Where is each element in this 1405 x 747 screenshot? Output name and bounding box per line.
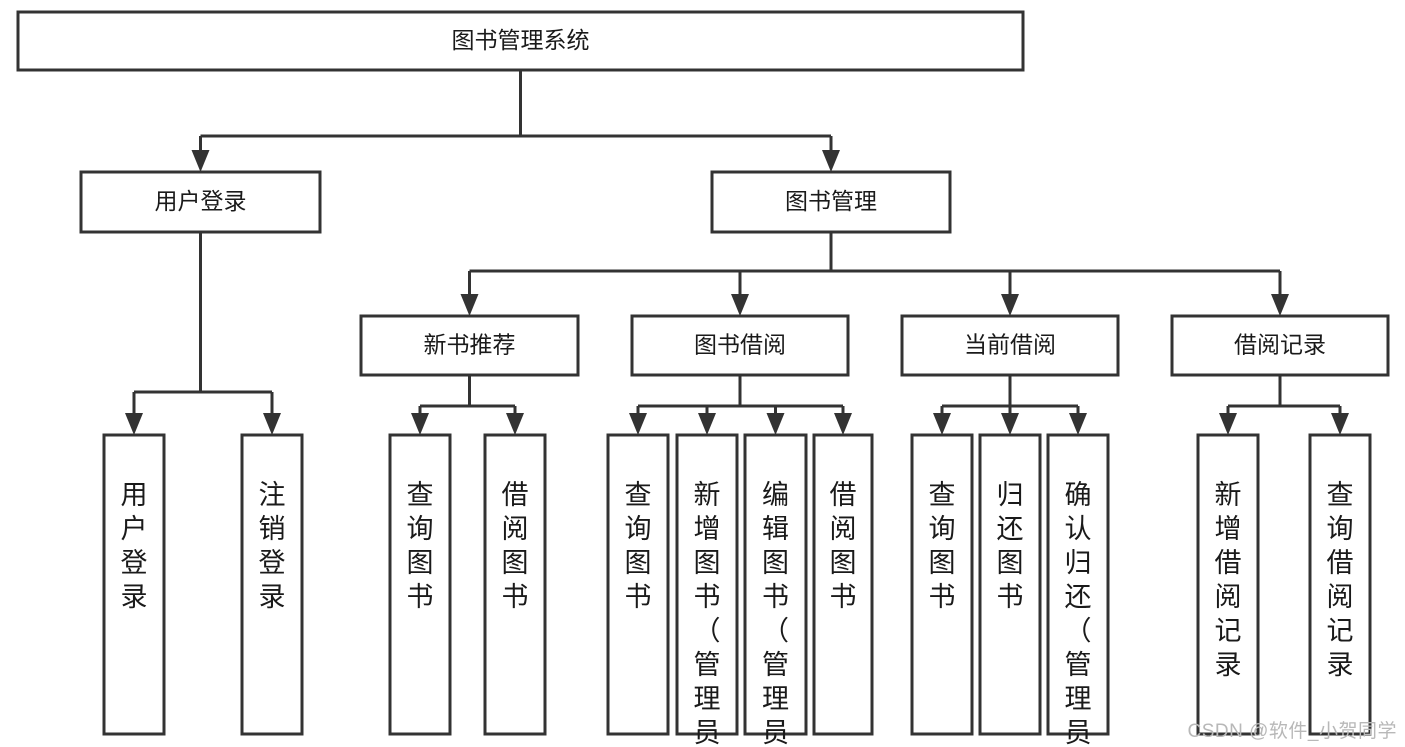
node-leaf-return-book[interactable]: 归还图书 bbox=[978, 433, 1042, 736]
arrow-head-borrow-record bbox=[1271, 294, 1289, 316]
node-label-leaf-return-book: 归还图书 bbox=[997, 480, 1024, 612]
node-box-book-manage bbox=[710, 170, 952, 234]
arrow-head-current-borrow bbox=[1001, 294, 1019, 316]
node-leaf-query-record[interactable]: 查询借阅记录 bbox=[1308, 433, 1372, 736]
arrow-head-leaf-query-book-3 bbox=[933, 413, 951, 435]
node-leaf-add-book[interactable]: 新增图书（管理员） bbox=[675, 433, 739, 747]
node-box-book-borrow bbox=[630, 314, 850, 377]
node-label-leaf-borrow-book-2: 借阅图书 bbox=[830, 480, 857, 612]
arrow-head-user-login bbox=[191, 150, 210, 172]
node-box-current-borrow bbox=[900, 314, 1120, 377]
node-borrow-record[interactable]: 借阅记录 bbox=[1170, 314, 1390, 377]
node-box-leaf-logout bbox=[240, 433, 304, 736]
node-box-leaf-query-book-3 bbox=[910, 433, 974, 736]
node-leaf-query-book-3[interactable]: 查询图书 bbox=[910, 433, 974, 736]
node-root[interactable]: 图书管理系统 bbox=[16, 10, 1025, 72]
arrow-head-leaf-return-book bbox=[1001, 413, 1019, 435]
edge-group-book-manage bbox=[460, 232, 1289, 316]
node-label-leaf-user-login: 用户登录 bbox=[121, 480, 148, 612]
arrow-head-book-borrow bbox=[731, 294, 749, 316]
node-box-leaf-add-record bbox=[1196, 433, 1260, 736]
edge-group-new-book-recommend bbox=[411, 375, 524, 435]
node-label-leaf-query-record: 查询借阅记录 bbox=[1327, 480, 1354, 680]
arrow-head-leaf-add-record bbox=[1219, 413, 1237, 435]
node-label-leaf-confirm-return: 确认归还（管理员） bbox=[1065, 480, 1092, 747]
arrow-head-leaf-confirm-return bbox=[1069, 413, 1087, 435]
node-box-leaf-query-record bbox=[1308, 433, 1372, 736]
node-user-login[interactable]: 用户登录 bbox=[79, 170, 322, 234]
node-label-root: 图书管理系统 bbox=[452, 27, 590, 53]
node-new-book-recommend[interactable]: 新书推荐 bbox=[359, 314, 580, 377]
node-label-borrow-record: 借阅记录 bbox=[1234, 332, 1326, 358]
node-label-leaf-query-book-3: 查询图书 bbox=[929, 480, 956, 612]
node-label-leaf-borrow-book-1: 借阅图书 bbox=[502, 480, 529, 612]
node-label-book-manage: 图书管理 bbox=[785, 188, 877, 214]
edge-group-book-borrow bbox=[629, 375, 852, 435]
node-box-leaf-query-book-2 bbox=[606, 433, 670, 736]
node-label-new-book-recommend: 新书推荐 bbox=[424, 332, 516, 358]
arrow-head-leaf-borrow-book-2 bbox=[834, 413, 852, 435]
node-leaf-edit-book[interactable]: 编辑图书（管理员） bbox=[743, 433, 808, 747]
arrow-head-leaf-user-login bbox=[125, 413, 143, 435]
node-leaf-add-record[interactable]: 新增借阅记录 bbox=[1196, 433, 1260, 736]
node-leaf-confirm-return[interactable]: 确认归还（管理员） bbox=[1046, 433, 1110, 747]
arrow-head-new-book-recommend bbox=[460, 294, 479, 316]
node-label-leaf-edit-book: 编辑图书（管理员） bbox=[762, 480, 789, 747]
edge-group-current-borrow bbox=[933, 375, 1087, 435]
edge-group-root bbox=[191, 70, 840, 172]
arrow-head-book-manage bbox=[822, 150, 840, 172]
node-book-borrow[interactable]: 图书借阅 bbox=[630, 314, 850, 377]
connector-layer bbox=[125, 70, 1349, 435]
node-box-leaf-add-book bbox=[675, 433, 739, 736]
node-box-leaf-user-login bbox=[102, 433, 166, 736]
node-layer: 图书管理系统用户登录图书管理新书推荐图书借阅当前借阅借阅记录用户登录注销登录查询… bbox=[16, 10, 1390, 747]
node-leaf-query-book-2[interactable]: 查询图书 bbox=[606, 433, 670, 736]
node-label-leaf-add-record: 新增借阅记录 bbox=[1215, 480, 1242, 680]
node-leaf-borrow-book-2[interactable]: 借阅图书 bbox=[812, 433, 874, 736]
arrow-head-leaf-query-record bbox=[1331, 413, 1349, 435]
node-label-user-login: 用户登录 bbox=[155, 188, 247, 214]
node-label-leaf-query-book-1: 查询图书 bbox=[407, 480, 434, 612]
node-book-manage[interactable]: 图书管理 bbox=[710, 170, 952, 234]
node-box-leaf-edit-book bbox=[743, 433, 808, 736]
arrow-head-leaf-add-book bbox=[698, 413, 716, 435]
node-leaf-query-book-1[interactable]: 查询图书 bbox=[388, 433, 452, 736]
arrow-head-leaf-query-book-2 bbox=[629, 413, 647, 435]
node-label-leaf-add-book: 新增图书（管理员） bbox=[694, 480, 721, 747]
node-current-borrow[interactable]: 当前借阅 bbox=[900, 314, 1120, 377]
node-box-leaf-confirm-return bbox=[1046, 433, 1110, 736]
node-box-leaf-borrow-book-1 bbox=[483, 433, 547, 736]
edge-group-user-login bbox=[125, 232, 281, 435]
arrow-head-leaf-logout bbox=[263, 413, 281, 435]
node-box-new-book-recommend bbox=[359, 314, 580, 377]
node-label-book-borrow: 图书借阅 bbox=[694, 332, 786, 358]
node-leaf-logout[interactable]: 注销登录 bbox=[240, 433, 304, 736]
node-label-leaf-query-book-2: 查询图书 bbox=[625, 480, 652, 612]
node-leaf-borrow-book-1[interactable]: 借阅图书 bbox=[483, 433, 547, 736]
node-box-leaf-query-book-1 bbox=[388, 433, 452, 736]
edge-group-borrow-record bbox=[1219, 375, 1349, 435]
node-box-leaf-borrow-book-2 bbox=[812, 433, 874, 736]
arrow-head-leaf-edit-book bbox=[766, 413, 785, 435]
node-box-borrow-record bbox=[1170, 314, 1390, 377]
node-box-leaf-return-book bbox=[978, 433, 1042, 736]
node-box-root bbox=[16, 10, 1025, 72]
node-box-user-login bbox=[79, 170, 322, 234]
arrow-head-leaf-query-book-1 bbox=[411, 413, 429, 435]
node-label-leaf-logout: 注销登录 bbox=[259, 480, 286, 612]
node-leaf-user-login[interactable]: 用户登录 bbox=[102, 433, 166, 736]
arrow-head-leaf-borrow-book-1 bbox=[506, 413, 524, 435]
node-label-current-borrow: 当前借阅 bbox=[964, 332, 1056, 358]
